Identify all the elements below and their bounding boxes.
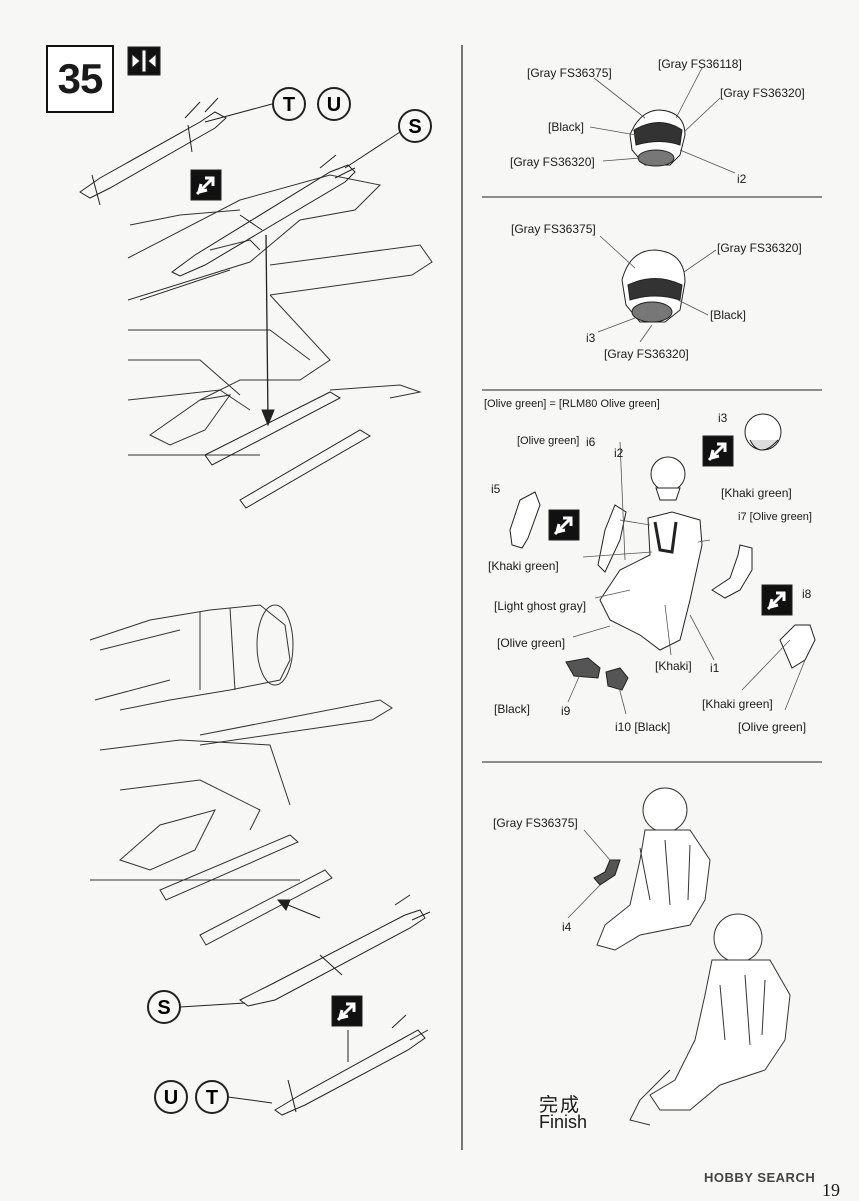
label-gray-36118: [Gray FS36118] [658,57,742,71]
label-part-i3: i3 [586,331,596,345]
pylon-top [204,234,371,509]
label-gray-36320: [Gray FS36320] [720,86,805,100]
seated-pilot-1 [596,787,711,951]
part-letter-t-top: T [283,94,295,116]
pilot-body-i1 [599,511,703,651]
attach-arrow-icon [190,169,222,201]
helmet-i3 [621,249,686,323]
pilot-head-i2 [650,456,686,501]
missile-t-u-bottom [274,1014,429,1116]
label-part-i2: i2 [614,446,624,460]
label-black: [Black] [548,120,585,134]
label-khaki-green: [Khaki green] [702,697,773,711]
page-number: 19 [822,1180,840,1200]
seated-pilot-2 [629,913,791,1126]
step-number: 35 [46,45,114,113]
attach-arrow-icon [702,435,734,467]
label-part-i6: i6 [586,435,596,449]
part-letter-t-bottom: T [206,1087,218,1109]
lower-aircraft [89,604,393,946]
label-part-i5: i5 [491,482,501,496]
part-letter-s-top: S [408,116,421,138]
oxygen-hose-i4 [593,859,621,886]
arm-i8 [779,624,816,669]
label-khaki-green: [Khaki green] [721,486,792,500]
arm-i6 [597,504,627,573]
part-circle-t-bottom [195,1080,229,1114]
both-sides-icon [127,46,161,76]
label-olive: [Olive green] [497,636,566,650]
part-circle-t-top [272,87,306,121]
label-gray-36320: [Gray FS36320] [604,347,689,361]
helmet-i2 [629,109,686,167]
label-olive: [Olive green] [738,720,807,734]
label-part-i9: i9 [561,704,571,718]
label-part-i2: i2 [737,172,747,186]
label-light-ghost-gray: [Light ghost gray] [494,599,587,613]
boot-i9 [565,657,601,679]
attach-arrow-icon [331,995,363,1027]
label-gray-36320: [Gray FS36320] [717,241,802,255]
part-circle-s-top [398,109,432,143]
part-circle-s-bottom [147,990,181,1024]
label-gray-36375: [Gray FS36375] [493,816,578,830]
part-letter-u-bottom: U [164,1087,178,1109]
arm-i7 [711,544,753,599]
label-i7-olive: i7 [Olive green] [738,511,812,523]
arm-i5 [509,491,541,549]
olive-note: [Olive green] = [RLM80 Olive green] [484,398,660,410]
missile-s-bottom [239,894,431,1007]
label-part-i3: i3 [718,411,728,425]
label-i10-black: i10 [Black] [615,720,671,734]
finish-en: Finish [539,1112,588,1132]
label-olive: [Olive green] [517,435,580,447]
label-khaki: [Khaki] [655,659,692,673]
label-part-i1: i1 [710,661,720,675]
part-circle-u-top [317,87,351,121]
part-letter-s-bottom: S [157,997,170,1019]
label-part-i8: i8 [802,587,812,601]
label-khaki-green: [Khaki green] [488,559,559,573]
boot-i10 [605,667,629,691]
watermark: HOBBY SEARCH [704,1170,816,1185]
missile-s-top [171,154,356,277]
attach-arrow-icon [761,584,793,616]
attach-arrow-icon [548,509,580,541]
part-letter-u-top: U [327,94,341,116]
helmet-small-i3 [744,413,782,451]
label-gray-36320: [Gray FS36320] [510,155,595,169]
missile-t-u-top [79,97,227,206]
label-part-i4: i4 [562,920,572,934]
label-black: [Black] [494,702,531,716]
finish-jp: 完成 [539,1095,582,1116]
upper-aircraft [127,174,433,456]
label-black: [Black] [710,308,747,322]
part-circle-u-bottom [154,1080,188,1114]
label-gray-36375: [Gray FS36375] [527,66,612,80]
label-gray-36375: [Gray FS36375] [511,222,596,236]
